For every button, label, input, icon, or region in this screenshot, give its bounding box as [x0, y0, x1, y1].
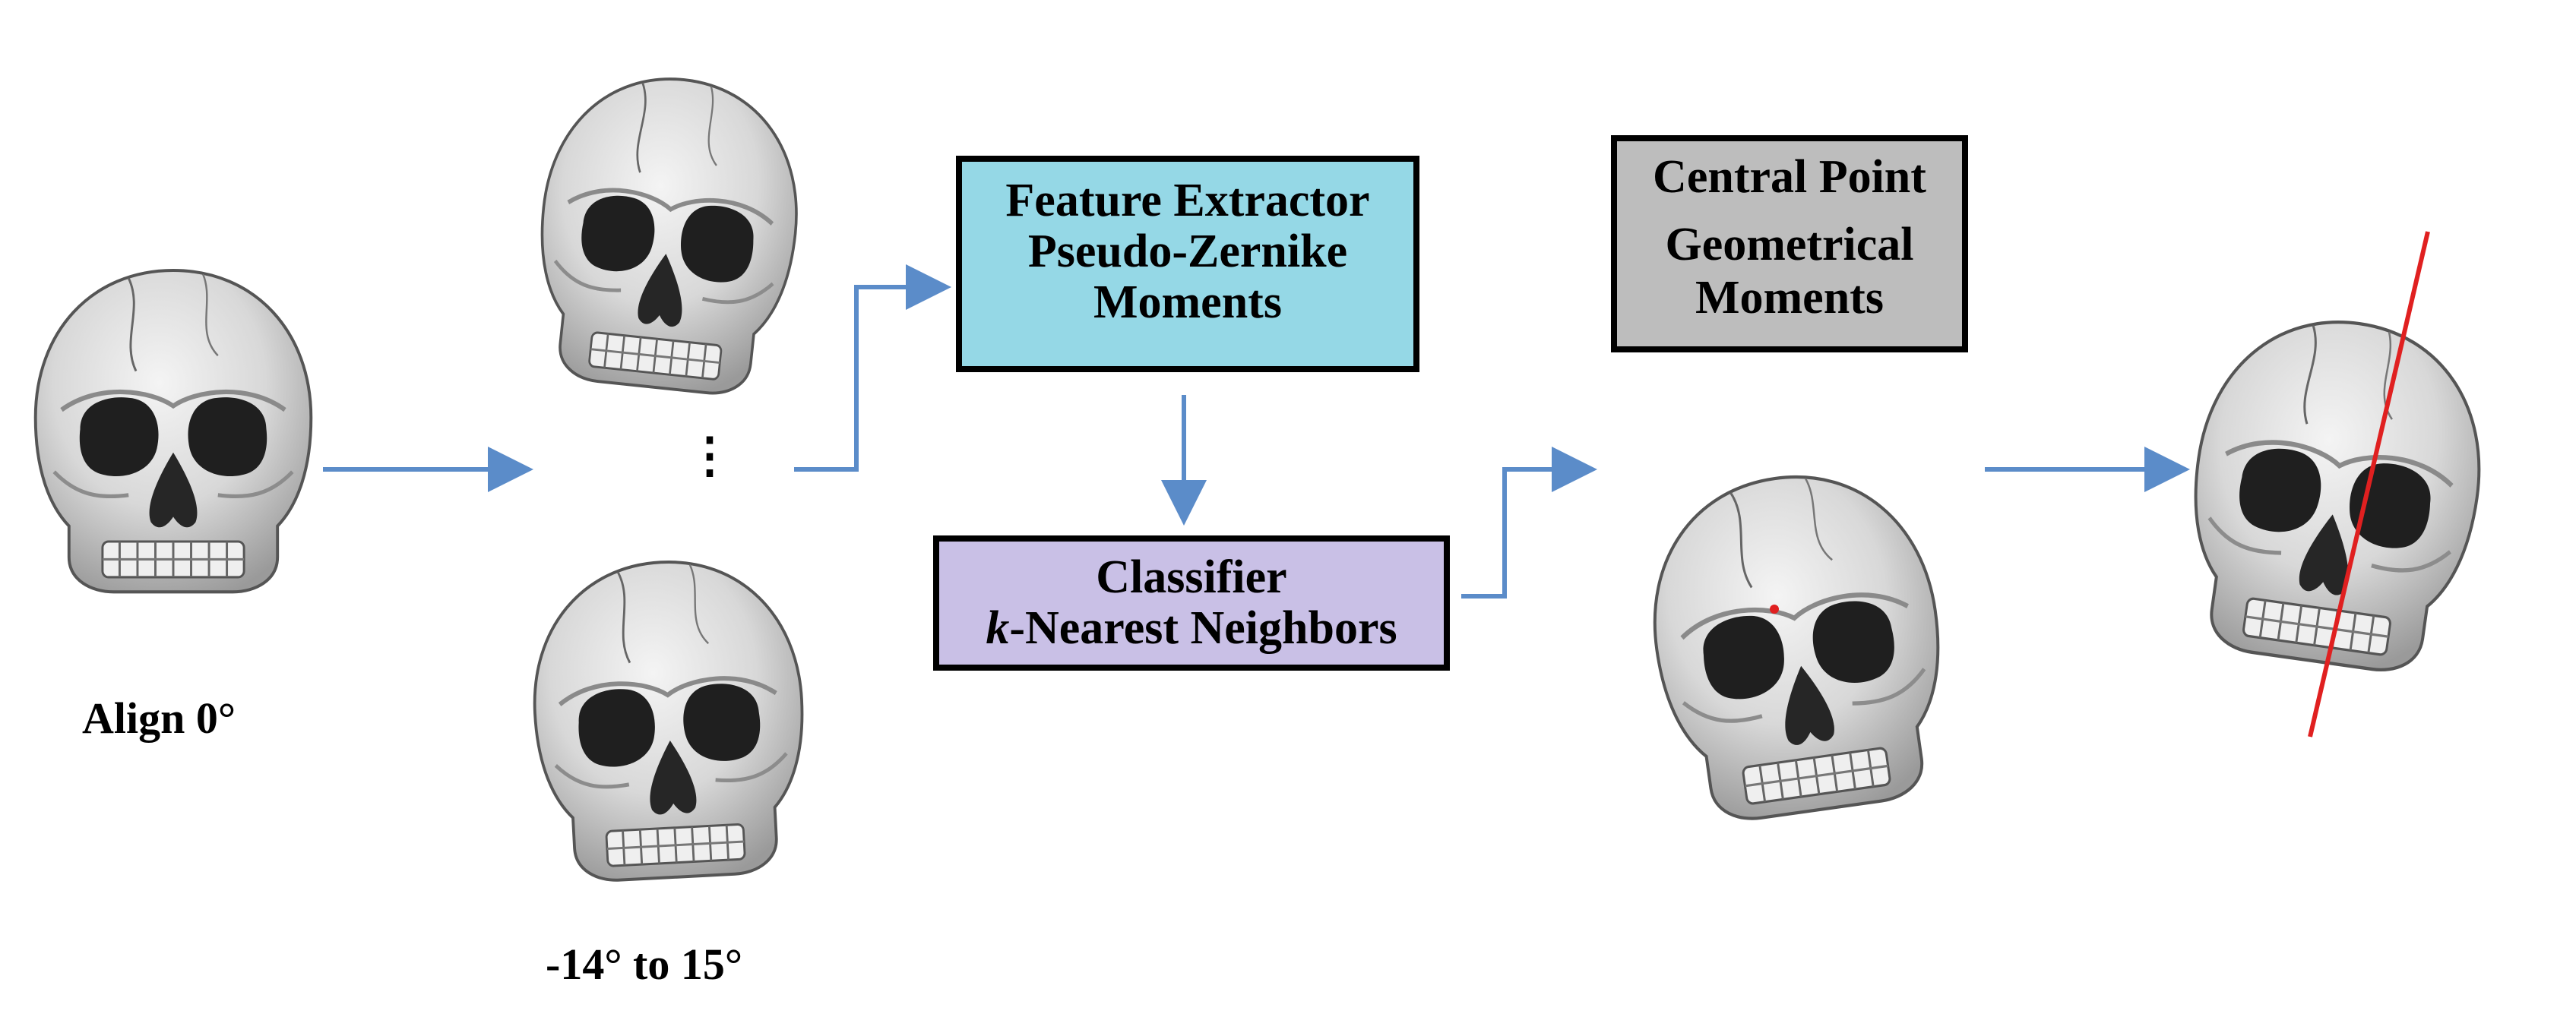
skull-icon [526, 67, 810, 400]
classifier-method-rest: -Nearest Neighbors [1009, 602, 1397, 654]
symmetry-line [2308, 231, 2430, 737]
classifier-box-method: k-Nearest Neighbors [939, 602, 1444, 654]
feature-box-method-2: Moments [1093, 276, 1282, 328]
classifier-box: Classifier k-Nearest Neighbors [933, 535, 1450, 671]
arrow-icon [1461, 447, 1597, 599]
arrow-icon [794, 264, 951, 472]
vertical-ellipsis-icon: ⋮ [685, 428, 734, 482]
central-box-method-2: Moments [1695, 272, 1884, 324]
feature-box-title: Feature Extractor [1005, 175, 1370, 226]
central-box-method: Geometrical [1665, 218, 1914, 270]
central-point-marker [1770, 605, 1779, 614]
skull-icon [36, 270, 312, 592]
skull-icon [527, 555, 811, 884]
skull-icon [1635, 459, 1960, 829]
classifier-k-letter: k [986, 602, 1010, 654]
range-label: -14° to 15° [546, 940, 743, 989]
central-point-box: Central Point Geometrical Moments [1611, 135, 1968, 352]
central-box-title: Central Point [1653, 151, 1926, 203]
align-label: Align 0° [82, 693, 236, 743]
feature-box-method: Pseudo-Zernike [1027, 225, 1348, 277]
feature-extractor-box: Feature Extractor Pseudo-Zernike Moments [956, 156, 1419, 372]
classifier-box-title: Classifier [1096, 551, 1287, 603]
